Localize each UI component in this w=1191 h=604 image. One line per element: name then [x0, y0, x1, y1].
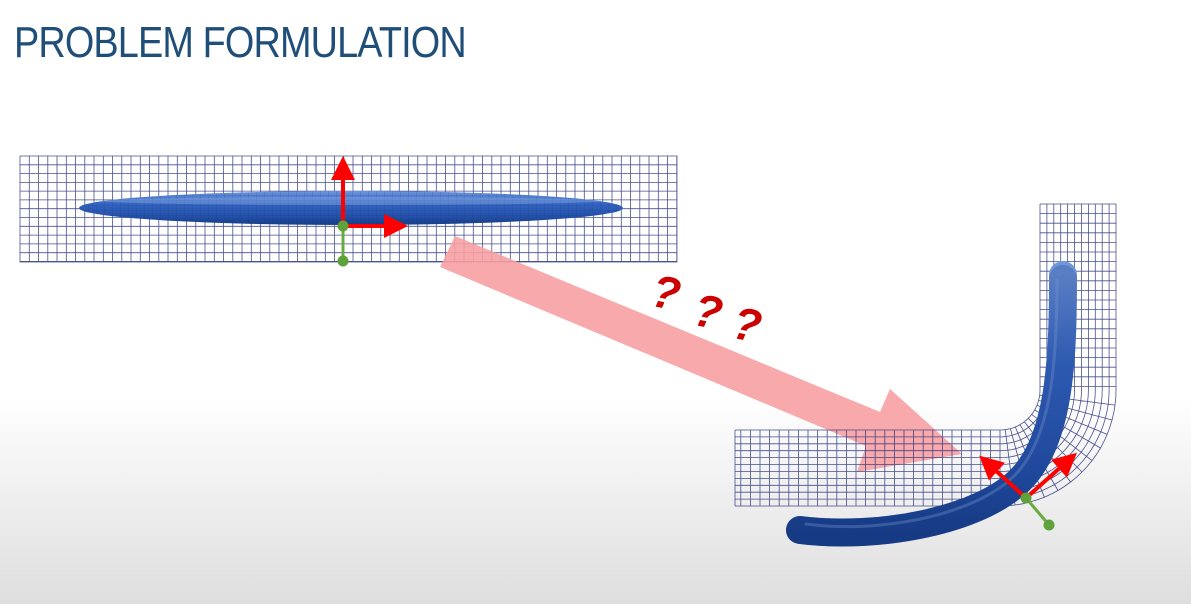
center-point	[337, 220, 349, 232]
straight-local-frame	[331, 156, 408, 267]
question-mark: ?	[728, 296, 766, 353]
straight-configuration	[19, 155, 678, 267]
base-anchor-point	[337, 255, 349, 267]
bent-configuration	[734, 203, 1117, 547]
question-mark: ?	[689, 283, 727, 340]
bent-right-axis-arrow	[1024, 452, 1077, 500]
straight-ellipsoid	[79, 191, 623, 225]
bent-center-point	[1020, 492, 1032, 504]
slide-title: PROBLEM FORMULATION	[14, 18, 467, 67]
bent-local-frame	[979, 452, 1077, 531]
bent-left-axis-arrow	[979, 455, 1028, 500]
transition-arrow	[440, 236, 962, 472]
bent-base-anchor-point	[1043, 519, 1055, 531]
bent-ellipsoid	[786, 261, 1077, 547]
question-mark: ?	[647, 264, 685, 321]
